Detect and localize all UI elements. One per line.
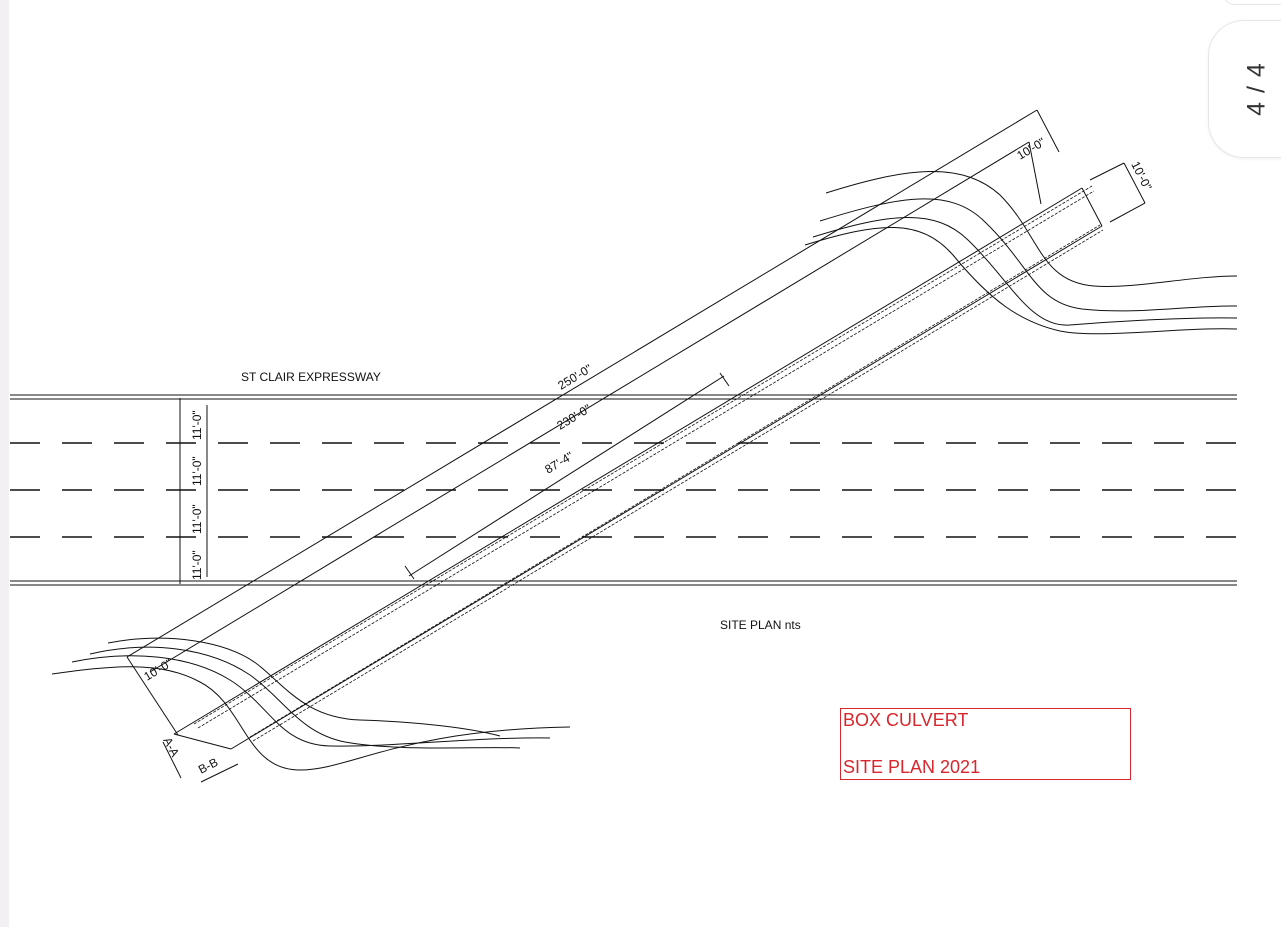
viewer-left-strip bbox=[0, 0, 9, 927]
page-indicator[interactable]: 4 / 4 bbox=[1208, 20, 1281, 158]
road-edges bbox=[10, 394, 1237, 586]
dim-width-bottom: 10'-0" bbox=[141, 656, 174, 684]
lane-width-3: 11'-0" bbox=[190, 504, 204, 534]
section-a-label: A-A bbox=[160, 735, 182, 759]
page-indicator-text: 4 / 4 bbox=[1242, 62, 1271, 116]
box-culvert bbox=[173, 185, 1104, 750]
dimension-lines bbox=[126, 109, 1146, 783]
title-block: BOX CULVERT SITE PLAN 2021 bbox=[840, 708, 1131, 780]
dim-width-top-inner: 10'-0" bbox=[1014, 135, 1047, 163]
road-name-label: ST CLAIR EXPRESSWAY bbox=[241, 370, 381, 384]
title-line-1: BOX CULVERT bbox=[843, 710, 969, 730]
plan-caption: SITE PLAN nts bbox=[720, 618, 801, 632]
terrain-contours bbox=[51, 171, 1238, 771]
lane-width-2: 11'-0" bbox=[190, 456, 204, 486]
title-line-2: SITE PLAN 2021 bbox=[843, 757, 981, 777]
dim-width-top-outer: 10'-0" bbox=[1128, 159, 1154, 193]
lane-width-dimension bbox=[179, 398, 208, 584]
lane-width-4: 11'-0" bbox=[190, 550, 204, 580]
section-b-label: B-B bbox=[196, 755, 220, 777]
lane-width-1: 11'-0" bbox=[190, 410, 204, 440]
dim-culvert-length: 230'-0" bbox=[554, 401, 593, 432]
dim-crossing-length: 87'-4" bbox=[542, 449, 575, 477]
